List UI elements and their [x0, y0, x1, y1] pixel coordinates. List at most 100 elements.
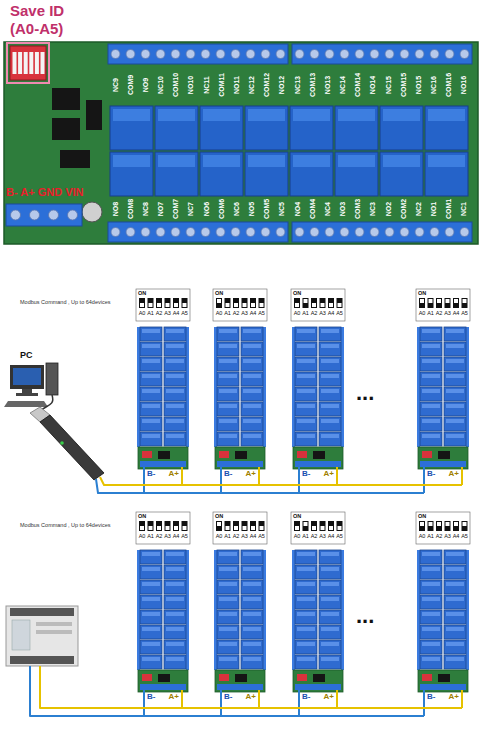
relay-face	[422, 389, 440, 393]
relay-face	[166, 344, 184, 348]
relay-face	[446, 567, 464, 571]
relay-face	[142, 434, 160, 438]
relay	[444, 655, 466, 669]
dip-slot	[428, 521, 434, 531]
dip-slot	[233, 298, 239, 308]
relay	[140, 610, 162, 624]
relay	[164, 327, 186, 341]
dip-slot	[320, 521, 326, 531]
address-label: A3	[444, 310, 451, 316]
dip-knob	[183, 526, 187, 530]
relay-face	[321, 642, 339, 646]
address-label: A0	[294, 310, 301, 316]
bus-wire-a	[100, 477, 462, 485]
monitor-base	[16, 393, 38, 396]
dip-knob	[463, 522, 467, 526]
relay-face	[383, 155, 420, 167]
dip-slot	[462, 521, 468, 531]
relay	[444, 610, 466, 624]
terminal-screw	[201, 228, 210, 237]
bus-wire-b	[143, 690, 145, 716]
relay	[319, 610, 341, 624]
dip-knob	[217, 522, 221, 526]
address-label: A1	[147, 533, 154, 539]
terminal-screw	[68, 210, 78, 220]
relay-face	[166, 374, 184, 378]
relay	[319, 595, 341, 609]
relay-face	[219, 642, 237, 646]
dip-knob	[251, 526, 255, 530]
relay-face	[446, 404, 464, 408]
relay	[140, 580, 162, 594]
terminal-screw	[171, 50, 180, 59]
dip-slot	[462, 298, 468, 308]
relay-face	[297, 552, 315, 556]
relay	[319, 372, 341, 386]
relay-face	[243, 359, 261, 363]
relay-face	[203, 155, 240, 167]
chip	[235, 451, 247, 459]
device-label: PC	[20, 351, 33, 361]
relay	[164, 342, 186, 356]
dip-highlight	[7, 43, 49, 83]
dip-on-label: ON	[418, 290, 426, 296]
relay-face	[446, 389, 464, 393]
dip-knob	[226, 526, 230, 530]
terminal-block	[292, 222, 472, 242]
relay-face	[446, 552, 464, 556]
relay	[444, 372, 466, 386]
dip-knob	[429, 299, 433, 303]
dip-box	[213, 512, 267, 544]
relay-face	[446, 359, 464, 363]
terminal-screw	[430, 50, 439, 59]
relay	[164, 372, 186, 386]
pcb-base	[215, 670, 265, 692]
relay-face	[219, 359, 237, 363]
chip	[438, 674, 450, 682]
relay-face	[321, 567, 339, 571]
chip	[438, 451, 450, 459]
monitor	[10, 365, 44, 389]
relay-face	[422, 419, 440, 423]
relay-face	[166, 657, 184, 661]
dip-slot	[165, 521, 171, 531]
address-label: A5	[461, 533, 468, 539]
terminal-label: NO16	[461, 76, 469, 94]
terminal-block	[295, 461, 341, 467]
relay-face	[321, 434, 339, 438]
dip-switch	[297, 674, 307, 681]
address-label: A2	[233, 533, 240, 539]
dip-slot	[294, 521, 300, 531]
terminal-screw	[111, 228, 120, 237]
terminal-screw	[295, 228, 304, 237]
terminal-label: NC5	[279, 202, 287, 216]
bus-wire-a	[461, 467, 463, 485]
relay	[444, 342, 466, 356]
terminal-label: NC11	[203, 76, 211, 94]
relay-face	[383, 109, 420, 121]
relay-face	[422, 642, 440, 646]
terminal-screw	[460, 228, 469, 237]
relay	[140, 417, 162, 431]
relay-face	[446, 627, 464, 631]
dip-switch	[10, 46, 46, 80]
relay	[335, 152, 378, 196]
pin-label: A+	[246, 470, 256, 479]
relay	[295, 417, 317, 431]
terminal-screw	[186, 50, 195, 59]
dip-lever	[13, 52, 17, 74]
relay-face	[142, 344, 160, 348]
relay	[444, 580, 466, 594]
relay-face	[321, 404, 339, 408]
relay	[425, 152, 468, 196]
dip-knob	[234, 526, 238, 530]
relay	[420, 625, 442, 639]
pin-label: B-	[147, 470, 155, 479]
relay-face	[297, 434, 315, 438]
relay	[420, 565, 442, 579]
relay-face	[422, 597, 440, 601]
dip-knob	[260, 303, 264, 307]
terminal-label: NO12	[279, 76, 287, 94]
relay	[295, 387, 317, 401]
